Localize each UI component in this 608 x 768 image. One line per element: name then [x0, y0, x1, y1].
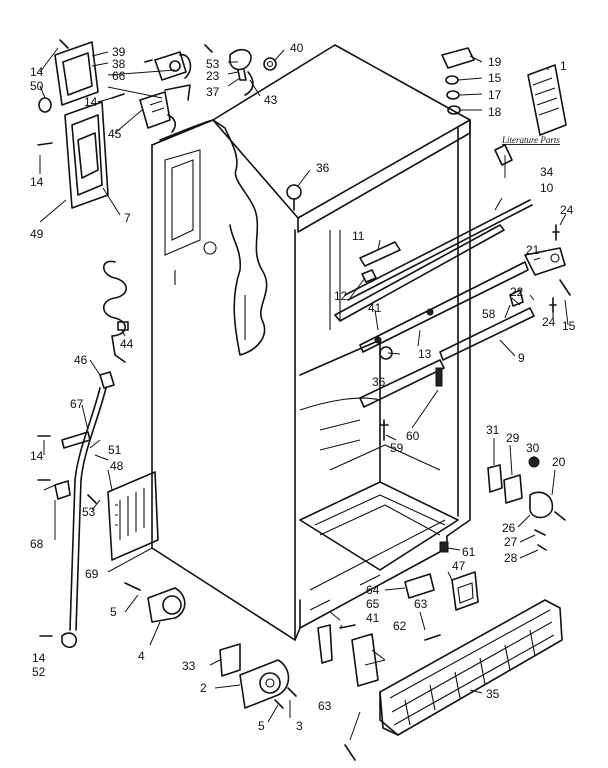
- callout-66: 66: [112, 69, 126, 83]
- callout-60: 60: [406, 429, 420, 443]
- callout-36: 36: [316, 161, 330, 175]
- cabinet-assembly: [151, 44, 471, 641]
- callout-4: 4: [138, 649, 145, 663]
- callout-17: 17: [488, 88, 502, 102]
- callout-24: 24: [560, 203, 574, 217]
- callout-9: 9: [518, 351, 525, 365]
- callout-49: 49: [30, 227, 44, 241]
- callout-1: 1: [560, 59, 567, 73]
- roller-parts: [124, 582, 297, 709]
- callout-10: 10: [540, 181, 554, 195]
- callout-43: 43: [264, 93, 278, 107]
- callout-69: 69: [85, 567, 99, 581]
- callout-21: 21: [526, 243, 540, 257]
- callout-22: 22: [510, 285, 524, 299]
- front-grille-parts: [317, 456, 566, 761]
- callout-47: 47: [452, 559, 466, 573]
- callout-41: 41: [366, 611, 380, 625]
- callout-63: 63: [318, 699, 332, 713]
- callout-44: 44: [120, 337, 134, 351]
- callout-26: 26: [502, 521, 516, 535]
- callout-51: 51: [108, 443, 122, 457]
- callout-14: 14: [32, 651, 46, 665]
- callout-2: 2: [200, 681, 207, 695]
- callout-15: 15: [488, 71, 502, 85]
- callout-46: 46: [74, 353, 88, 367]
- callout-68: 68: [30, 537, 44, 551]
- callout-40: 40: [290, 41, 304, 55]
- callout-41: 41: [368, 301, 382, 315]
- callout-50: 50: [30, 79, 44, 93]
- callout-36: 36: [372, 375, 386, 389]
- callout-48: 48: [110, 459, 124, 473]
- callout-38: 38: [112, 57, 126, 71]
- callout-14: 14: [30, 65, 44, 79]
- callout-53: 53: [206, 57, 220, 71]
- callout-59: 59: [390, 441, 404, 455]
- callout-30: 30: [526, 441, 540, 455]
- callout-52: 52: [32, 665, 46, 679]
- callout-20: 20: [552, 455, 566, 469]
- callout-67: 67: [70, 397, 84, 411]
- callout-37: 37: [206, 85, 220, 99]
- callout-35: 35: [486, 687, 500, 701]
- literature-and-hardware: [441, 47, 567, 166]
- callout-63: 63: [414, 597, 428, 611]
- leader-lines: [39, 47, 569, 741]
- callout-labels: 39 38 66 14 50 14 45 14 49 7 53 23 37 43…: [30, 41, 576, 733]
- callout-31: 31: [486, 423, 500, 437]
- callout-3: 3: [296, 719, 303, 733]
- callout-61: 61: [462, 545, 476, 559]
- callout-24: 24: [542, 315, 556, 329]
- callout-29: 29: [506, 431, 520, 445]
- callout-39: 39: [112, 45, 126, 59]
- callout-64: 64: [366, 583, 380, 597]
- callout-7: 7: [124, 211, 131, 225]
- callout-18: 18: [488, 105, 502, 119]
- wiring-parts: [37, 260, 129, 649]
- compressor-cover-parts: [107, 471, 159, 561]
- callout-58: 58: [482, 307, 496, 321]
- callout-53: 53: [82, 505, 96, 519]
- callout-11: 11: [352, 229, 365, 243]
- callout-62: 62: [393, 619, 407, 633]
- callout-45: 45: [108, 127, 122, 141]
- callout-14: 14: [30, 449, 44, 463]
- callout-5: 5: [258, 719, 265, 733]
- callout-28: 28: [504, 551, 518, 565]
- callout-14: 14: [30, 175, 44, 189]
- rail-assemblies: [286, 184, 571, 441]
- callout-12: 12: [334, 289, 348, 303]
- literature-parts-caption: Literature Parts: [501, 135, 560, 145]
- callout-15: 15: [562, 319, 576, 333]
- callout-5: 5: [110, 605, 117, 619]
- callout-34: 34: [540, 165, 554, 179]
- callout-23: 23: [206, 69, 220, 83]
- callout-27: 27: [504, 535, 518, 549]
- callout-65: 65: [366, 597, 380, 611]
- callout-19: 19: [488, 55, 502, 69]
- callout-33: 33: [182, 659, 196, 673]
- control-panel-parts: [37, 39, 277, 209]
- callout-13: 13: [418, 347, 432, 361]
- callout-14: 14: [84, 95, 98, 109]
